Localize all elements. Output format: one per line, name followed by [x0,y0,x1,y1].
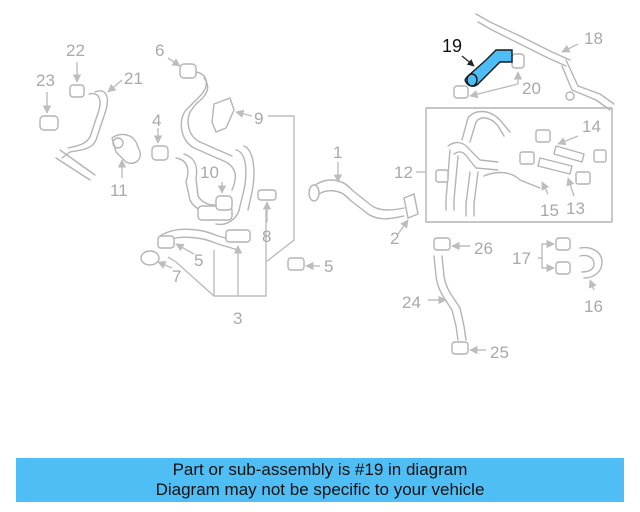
part-17-clamps [538,237,571,275]
callout-18: 18 [584,29,603,48]
callout-13: 13 [566,199,585,218]
callout-7: 7 [172,267,181,286]
callout-21: 21 [124,69,143,88]
part-20-clamp [453,53,525,99]
callout-2: 2 [390,229,399,248]
callout-17: 17 [512,249,531,268]
part-4-clamp [151,128,169,161]
parts-diagram: 22 23 21 11 6 4 10 9 8 5 7 3 5 1 2 12 14… [36,13,615,362]
part-13-hose [537,157,575,197]
part-9-bracket [211,97,295,263]
part-6-clamp [167,57,197,79]
part-15-pipe [541,181,550,195]
part-16-hose [579,246,603,291]
part-11-fitting [111,133,141,178]
callout-16: 16 [584,297,603,316]
part-25-clamp [451,341,486,355]
callout-24: 24 [402,293,421,312]
callout-5-left: 5 [194,251,203,270]
callout-3: 3 [233,309,242,328]
part-1-hose [308,162,405,220]
part-10-clamp [215,182,233,211]
callout-10: 10 [200,163,219,182]
banner-line-2: Diagram may not be specific to your vehi… [155,480,485,499]
part-23-clamp [39,92,59,131]
part-14-hose [553,135,585,163]
part-19-hose-highlighted [461,49,513,87]
part-21-hose [55,79,123,181]
part-5-clamp-right [287,257,320,271]
callout-23: 23 [36,71,55,90]
callout-6: 6 [155,41,164,60]
part-8-clamp [257,189,277,222]
part-24-hose [428,255,467,341]
info-banner: Part or sub-assembly is #19 in diagram D… [16,458,624,502]
callout-5-right: 5 [324,257,333,276]
callout-26: 26 [474,239,493,258]
part-22-clamp [69,62,85,98]
part-5-clamp-left [157,235,195,255]
part-12-group [416,107,613,223]
callout-15: 15 [540,201,559,220]
callout-9: 9 [254,109,263,128]
banner-line-1: Part or sub-assembly is #19 in diagram [172,460,468,479]
callout-19: 19 [442,36,462,56]
callout-12: 12 [394,163,413,182]
callout-4: 4 [152,111,161,130]
callout-11: 11 [110,181,128,200]
part-2-clamp [397,193,419,235]
part-26-clamp [433,237,470,251]
callout-8: 8 [262,227,271,246]
part-3-hose-assembly [157,71,267,297]
callout-25: 25 [490,343,509,362]
callout-1: 1 [333,143,342,162]
part-7-fitting [140,250,173,269]
callout-22: 22 [66,41,85,60]
callout-14: 14 [582,117,601,136]
part-18-pipe [475,13,615,111]
callout-20: 20 [522,79,541,98]
